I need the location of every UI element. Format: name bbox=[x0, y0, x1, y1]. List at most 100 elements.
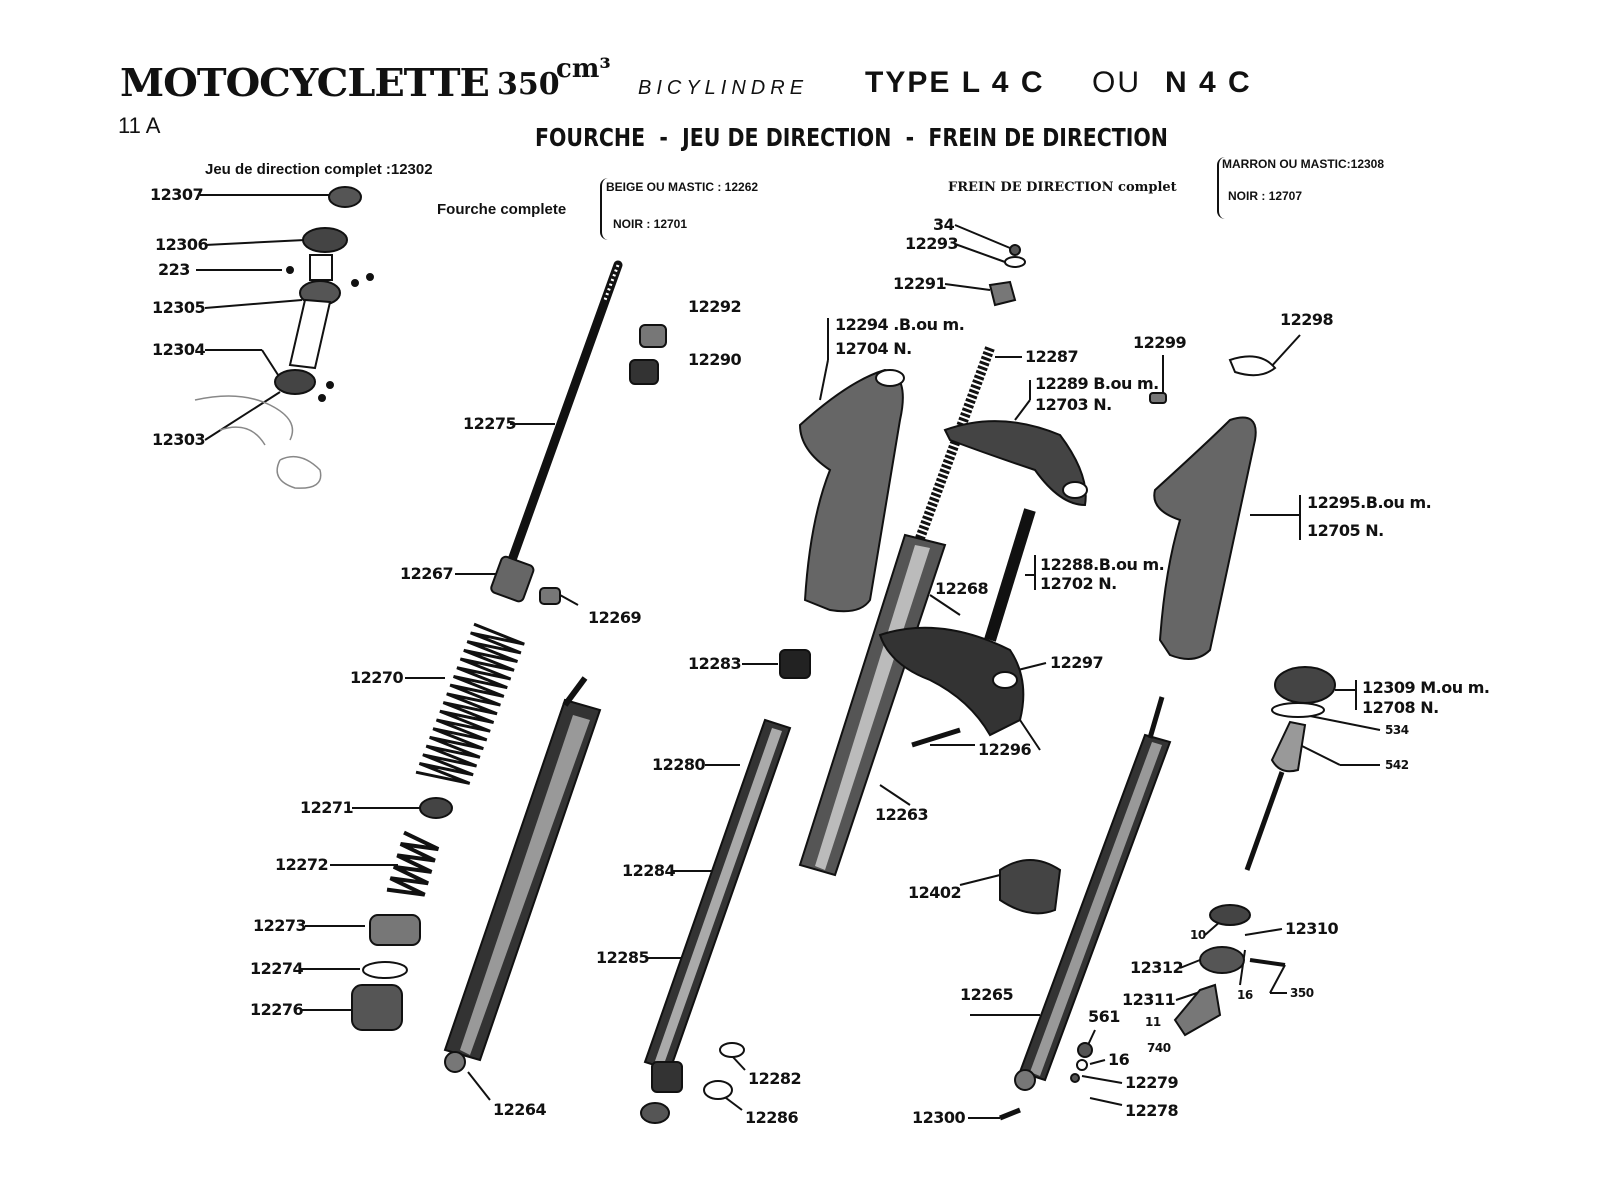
part-number-label: 12283 bbox=[688, 654, 742, 673]
part-number-label: 12276 bbox=[250, 1000, 304, 1019]
leader-line bbox=[959, 874, 1001, 886]
leader-line bbox=[559, 594, 579, 606]
bush-12283 bbox=[779, 649, 811, 679]
washer-12274 bbox=[362, 961, 408, 979]
nut-12292 bbox=[639, 324, 667, 348]
part-number-label: 34 bbox=[933, 215, 955, 234]
part-number-label: 223 bbox=[158, 260, 190, 279]
fork-noir: NOIR : 12701 bbox=[613, 217, 688, 231]
part-number-label: 12305 bbox=[152, 298, 206, 317]
part-number-label: 12402 bbox=[908, 883, 962, 902]
leader-line bbox=[954, 224, 1011, 249]
steering-head-kit bbox=[194, 186, 374, 489]
leader-line bbox=[944, 283, 991, 291]
part-number-label: 11 bbox=[1145, 1015, 1161, 1029]
leader-line bbox=[1309, 715, 1381, 731]
leader-line bbox=[1081, 1075, 1123, 1084]
part-number-label: 12290 bbox=[688, 350, 742, 369]
part-number-label: 12268 bbox=[935, 579, 989, 598]
part-number-label: 12264 bbox=[493, 1100, 547, 1119]
part-number-label: 10 bbox=[1190, 928, 1206, 942]
leader-line bbox=[1014, 399, 1031, 421]
part-number-label: 740 bbox=[1147, 1041, 1171, 1055]
part-number-label: 12705 N. bbox=[1307, 521, 1384, 540]
part-number-label: 12310 bbox=[1285, 919, 1339, 938]
part-number-label: 12285 bbox=[596, 948, 650, 967]
leader-line bbox=[1089, 1059, 1106, 1065]
type-alternate: N 4 C bbox=[1165, 66, 1252, 99]
type-or: OU bbox=[1092, 66, 1141, 99]
leader-line bbox=[204, 391, 281, 441]
leader-line bbox=[954, 243, 1006, 263]
spring-12270 bbox=[415, 622, 525, 785]
part-number-label: 12295.B.ou m. bbox=[1307, 493, 1432, 512]
leader-line bbox=[1087, 1029, 1096, 1046]
part-number-label: 12293 bbox=[905, 234, 959, 253]
nut-12290 bbox=[629, 359, 659, 385]
part-number-label: 12704 N. bbox=[835, 339, 912, 358]
subtitle: FOURCHE - JEU DE DIRECTION - FREIN DE DI… bbox=[535, 123, 1168, 152]
part-number-label: 12296 bbox=[978, 740, 1032, 759]
brake-complete-label: FREIN DE DIRECTION complet bbox=[948, 180, 1177, 195]
part-number-label: 12312 bbox=[1130, 958, 1184, 977]
part-number-label: 12299 bbox=[1133, 333, 1187, 352]
brake-knob-12309 bbox=[1274, 666, 1336, 704]
part-number-label: 542 bbox=[1385, 758, 1409, 772]
part-number-label: 12274 bbox=[250, 959, 304, 978]
leader-line bbox=[1269, 334, 1301, 369]
part-number-label: 12291 bbox=[893, 274, 947, 293]
screw-12299 bbox=[1149, 392, 1167, 404]
part-number-label: 16 bbox=[1108, 1050, 1130, 1069]
leader-line bbox=[467, 1071, 491, 1101]
part-number-label: 534 bbox=[1385, 723, 1409, 737]
leader-line bbox=[1089, 1097, 1123, 1106]
leader-line bbox=[1299, 744, 1341, 766]
ring-12312-top bbox=[1209, 904, 1251, 926]
clamp-12402 bbox=[999, 859, 1062, 915]
leader-line bbox=[929, 594, 961, 616]
type-primary: TYPE L 4 C bbox=[865, 66, 1045, 99]
fork-cover-12295 bbox=[1153, 416, 1257, 660]
part-number-label: 12297 bbox=[1050, 653, 1104, 672]
part-number-label: 12286 bbox=[745, 1108, 799, 1127]
leader-line bbox=[261, 349, 281, 379]
doc-title: MOTOCYCLETTE bbox=[120, 60, 490, 105]
part-542 bbox=[1270, 720, 1307, 773]
part-number-label: 12300 bbox=[912, 1108, 966, 1127]
bolt-12269 bbox=[539, 587, 561, 605]
plug-12276 bbox=[351, 984, 403, 1031]
engine-subtype: BICYLINDRE bbox=[638, 77, 809, 99]
displacement-unit: cm³ bbox=[556, 54, 611, 84]
brake-noir: NOIR : 12707 bbox=[1228, 189, 1303, 203]
part-number-label: 16 bbox=[1237, 988, 1253, 1002]
part-12311 bbox=[1173, 983, 1222, 1037]
part-number-label: 12282 bbox=[748, 1069, 802, 1088]
part-number-label: 12292 bbox=[688, 297, 742, 316]
part-number-label: 12269 bbox=[588, 608, 642, 627]
part-number-label: 12298 bbox=[1280, 310, 1334, 329]
part-number-label: 12280 bbox=[652, 755, 706, 774]
displacement: 350 bbox=[497, 67, 560, 102]
fork-cover-12294 bbox=[798, 368, 904, 613]
part-number-label: 12263 bbox=[875, 805, 929, 824]
part-number-label: 12702 N. bbox=[1040, 574, 1117, 593]
leader-line bbox=[731, 1055, 746, 1071]
steering-stem-12287 bbox=[907, 346, 995, 562]
part-number-label: 12267 bbox=[400, 564, 454, 583]
leader-line bbox=[879, 784, 911, 806]
part-number-label: 12289 B.ou m. bbox=[1035, 374, 1159, 393]
part-number-label: 12278 bbox=[1125, 1101, 1179, 1120]
fork-beige: BEIGE OU MASTIC : 12262 bbox=[606, 180, 759, 194]
nut-12291 bbox=[988, 280, 1017, 307]
stem-12288 bbox=[984, 508, 1036, 642]
damper-rod-12275 bbox=[507, 260, 623, 565]
part-number-label: 12703 N. bbox=[1035, 395, 1112, 414]
part-number-label: 12306 bbox=[155, 235, 209, 254]
part-12312 bbox=[1199, 946, 1245, 974]
leader-line bbox=[1239, 949, 1246, 986]
part-number-label: 12265 bbox=[960, 985, 1014, 1004]
leader-line bbox=[1017, 662, 1047, 671]
part-number-label: 12307 bbox=[150, 185, 204, 204]
